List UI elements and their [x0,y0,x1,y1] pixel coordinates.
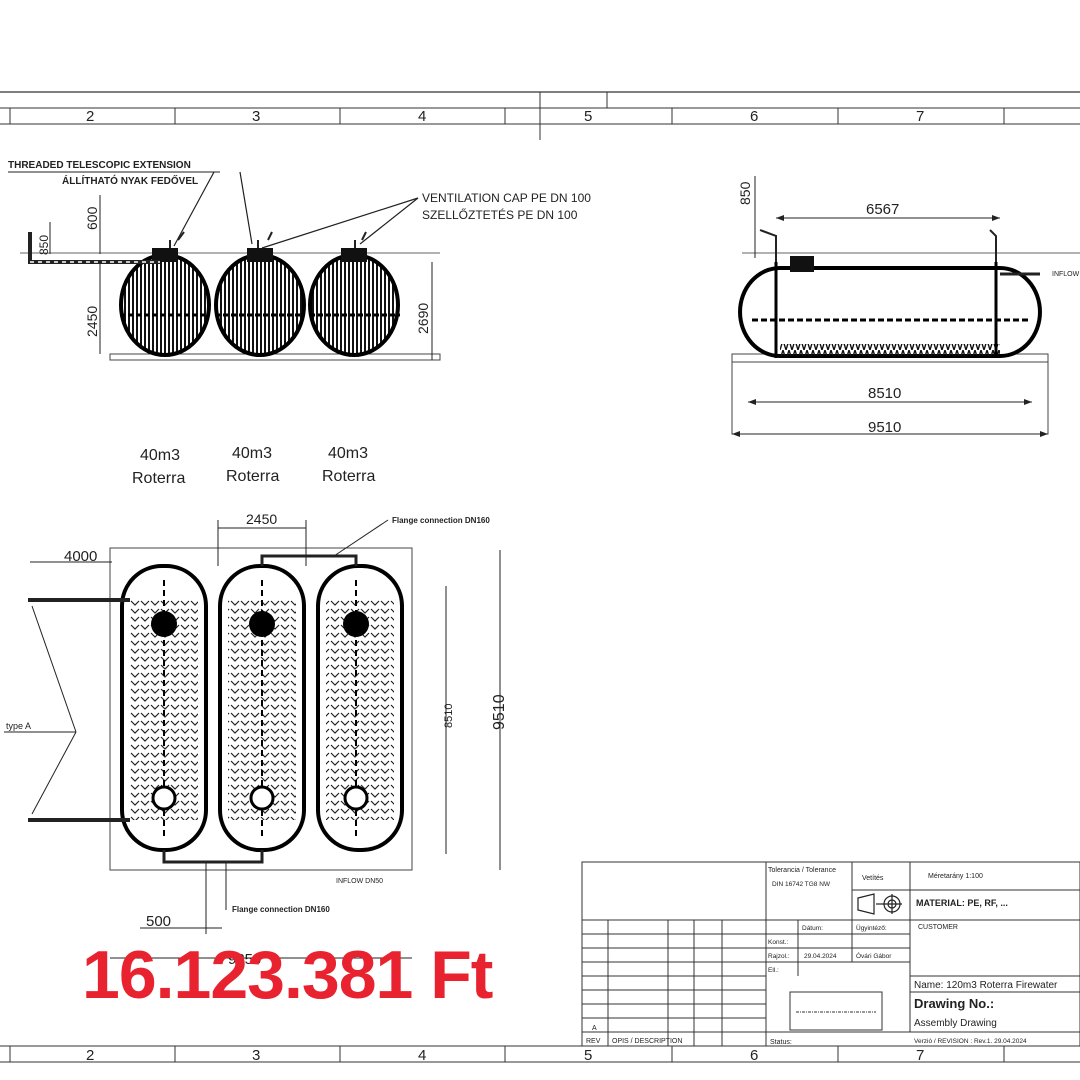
designer-label: Ügyintéző: [856,924,887,932]
type-a-label: type A [6,721,31,731]
tolerance-label: Tolerancia / Tolerance [768,867,836,874]
plan-view: type A 2450 4000 Flange connection DN160… [4,511,508,968]
dim-8510-plan: 8510 [443,704,455,728]
status-label: Status: [770,1039,792,1046]
scale-label: Méretarány 1:100 [928,873,983,880]
dim-8510-side: 8510 [868,385,901,402]
tank-labels: 40m3 Roterra 40m3 Roterra 40m3 Roterra [132,445,375,487]
grid-col-6-bottom: 6 [750,1047,758,1064]
tank-2-volume: 40m3 [232,445,272,462]
title-block-text: Tolerancia / Tolerance DIN 16742 TG8 NW … [586,867,1058,1046]
tank-1-volume: 40m3 [140,447,180,464]
grid-col-4: 4 [418,108,426,125]
material-label: MATERIAL: PE, RF, ... [916,898,1008,908]
flange-bottom-label: Flange connection DN160 [232,905,330,914]
dim-2450-plan: 2450 [246,511,277,527]
grid-col-6: 6 [750,108,758,125]
tank-3-name: Roterra [322,468,375,485]
rev-header: REV [586,1038,601,1045]
dim-2450-front: 2450 [84,306,100,337]
dim-500-plan: 500 [146,913,171,930]
plan-tank-1 [120,564,208,852]
assembly-label: Assembly Drawing [914,1018,997,1029]
dim-9510-plan: 9510 [491,694,508,730]
plan-tank-3 [316,564,404,852]
dim-2690-front: 2690 [415,303,431,334]
grid-col-5-bottom: 5 [584,1047,592,1064]
tank-2-name: Roterra [226,468,279,485]
tolerance-std: DIN 16742 TG8 NW [772,881,831,888]
grid-col-7-bottom: 7 [916,1047,924,1064]
bottom-grid-border: 2 3 4 5 6 7 [0,1045,1080,1064]
revision-label: Verzió / REVISION : Rev.1. 29.04.2024 [914,1038,1027,1045]
drawing-date: 29.04.2024 [804,953,837,960]
drawing-name: Name: 120m3 Roterra Firewater [914,980,1058,991]
row-rajzol: Rajzol.: [768,953,790,960]
dim-4000-plan: 4000 [64,548,97,565]
grid-col-7: 7 [916,108,924,125]
grid-col-3: 3 [252,108,260,125]
callout-extension-en: THREADED TELESCOPIC EXTENSION [8,160,191,171]
front-tank-1 [119,248,211,357]
plan-tank-2 [218,564,306,852]
drawing-no-label: Drawing No.: [914,996,994,1011]
title-block [581,861,1080,1047]
projection-label: Vetítés [862,875,884,882]
dim-9350-plan: 9350 [228,951,261,968]
rev-a: A [592,1025,597,1032]
grid-col-4-bottom: 4 [418,1047,426,1064]
inflow-label-plan: INFLOW DN50 [336,878,383,885]
tank-3-volume: 40m3 [328,445,368,462]
callout-vent-hu: SZELLŐZTETÉS PE DN 100 [422,207,578,222]
grid-col-2: 2 [86,108,94,125]
front-view: THREADED TELESCOPIC EXTENSION ÁLLÍTHATÓ … [8,160,591,361]
drawing-person: Óvári Gábor [856,951,892,960]
dim-850-front: 850 [37,235,51,255]
customer-label: CUSTOMER [918,924,958,931]
flange-top-label: Flange connection DN160 [392,516,490,525]
row-ell: Ell.: [768,967,779,974]
top-grid-border: 2 3 4 5 6 7 [0,91,1080,140]
side-view: 850 6567 8510 9510 INFLOW [731,176,1080,437]
callout-vent-en: VENTILATION CAP PE DN 100 [422,191,591,205]
tank-1-name: Roterra [132,470,185,487]
row-konst: Konst.: [768,939,788,946]
callout-extension-hu: ÁLLÍTHATÓ NYAK FEDŐVEL [62,174,198,187]
datum-label: Dátum: [802,925,823,932]
inflow-label-side: INFLOW [1052,271,1080,278]
grid-col-2-bottom: 2 [86,1047,94,1064]
price-label: 16.123.381 Ft [82,937,493,1013]
front-tank-3 [308,248,400,357]
grid-col-5: 5 [584,108,592,125]
dim-9510-side: 9510 [868,419,901,436]
front-tank-2 [214,248,306,357]
dim-6567-side: 6567 [866,201,899,218]
grid-col-3-bottom: 3 [252,1047,260,1064]
projection-symbol-icon [857,893,902,915]
dim-600-front: 600 [84,206,100,230]
dim-850-side: 850 [737,181,753,205]
desc-header: OPIS / DESCRIPTION [612,1038,682,1045]
